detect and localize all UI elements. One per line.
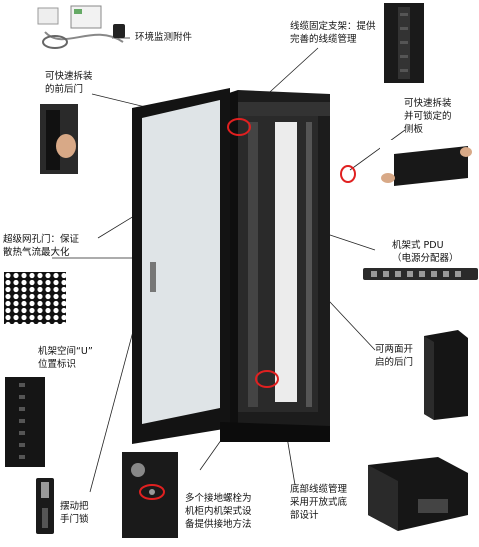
- side-panel-label: 可快速拆装 并可锁定的 侧板: [404, 98, 452, 135]
- highlight-grounding-bolt: [255, 370, 279, 388]
- mesh-door-label: 超级网孔门：保证 散热气流最大化: [3, 234, 80, 258]
- env-monitor-label: 环境监测附件: [135, 32, 193, 43]
- rear-door-label: 可两面开 启的后门: [375, 344, 414, 368]
- cable-support-image: [384, 3, 424, 83]
- u-marking-label: 机架空间“U” 位置标识: [38, 346, 93, 370]
- highlight-door-hinge: [227, 118, 251, 136]
- handle-lock-label: 摆动把 手门锁: [60, 501, 89, 525]
- cable-support-label: 线缆固定支架：提供 完善的线缆管理: [290, 21, 376, 45]
- door-handle: [150, 262, 156, 292]
- bottom-cable-image: [368, 457, 468, 531]
- env-monitor-image: [37, 5, 125, 49]
- leader-side-panel: [349, 129, 406, 171]
- bottom-cable-label: 底部线缆管理 采用开放式底 部设计: [290, 484, 348, 521]
- door-hinge-image: [40, 104, 78, 174]
- rear-door-image: [424, 330, 468, 420]
- front-door-glass: [142, 100, 220, 424]
- highlight-side-panel: [340, 165, 356, 183]
- grounding-image: [122, 452, 178, 538]
- u-marking-image: [5, 377, 45, 467]
- mounting-rail: [248, 122, 258, 407]
- front-rear-door-label: 可快速拆装 的前后门: [45, 71, 93, 95]
- pdu-image: [363, 268, 478, 280]
- cabinet-illustration: [132, 88, 356, 444]
- mesh-pattern-image: [4, 272, 66, 324]
- handle-lock-image: [36, 478, 54, 534]
- side-panel-image: [380, 140, 475, 192]
- grounding-label: 多个接地螺栓为 机柜内机架式设 备提供接地方法: [185, 493, 252, 530]
- pdu-label: 机架式 PDU （电源分配器）: [392, 240, 459, 264]
